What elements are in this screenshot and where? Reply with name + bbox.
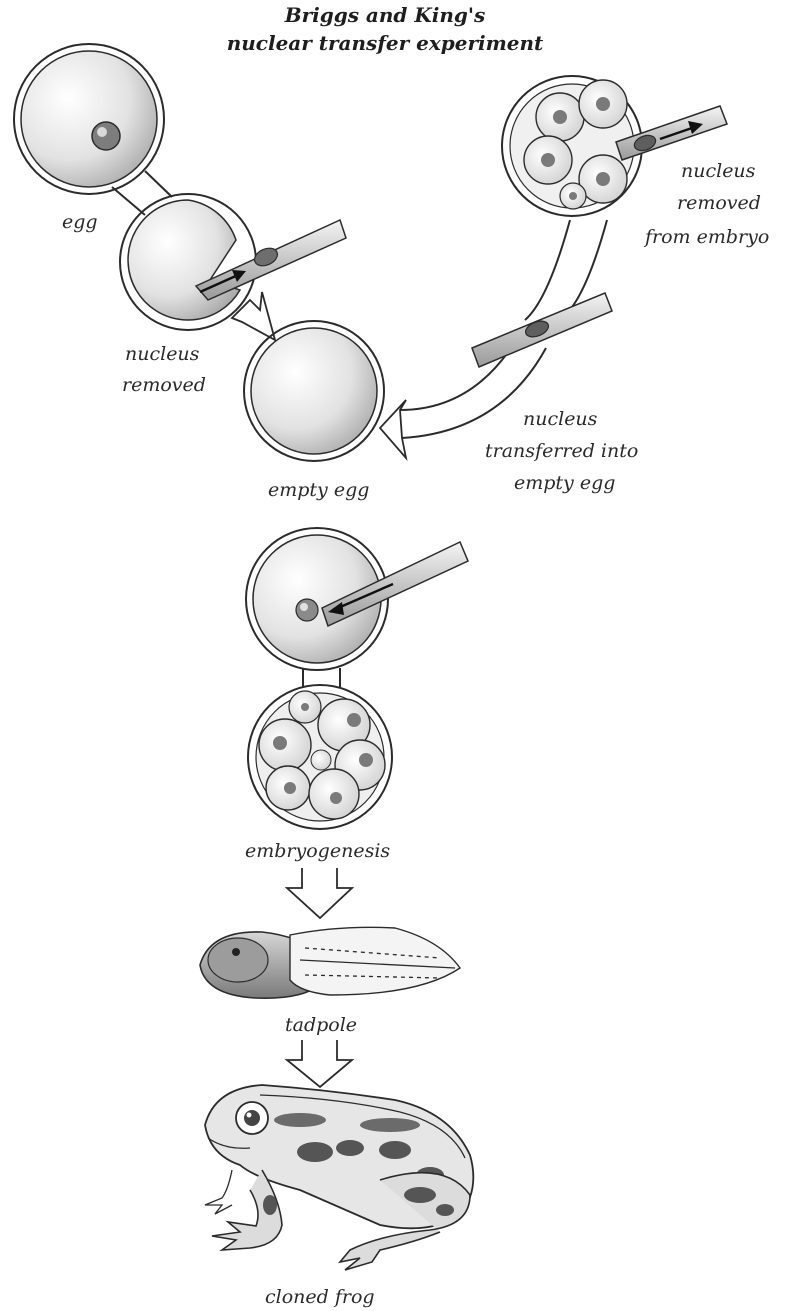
embryo-cell-icon: [311, 750, 331, 770]
label-embryo-nucleus-line3: from embryo: [643, 226, 769, 248]
tadpole-eye-icon: [232, 948, 240, 956]
title-line-1: Briggs and King's: [284, 3, 486, 27]
tadpole-illustration: [200, 927, 460, 998]
label-transferred-line1: nucleus: [523, 408, 598, 430]
title-line-2: nuclear transfer experiment: [227, 31, 544, 55]
cloned-frog-illustration: [205, 1085, 473, 1270]
label-nucleus-removed-line2: removed: [122, 374, 206, 396]
label-transferred-line3: empty egg: [514, 472, 615, 494]
embryo-cell-icon: [259, 719, 311, 771]
label-nucleus-removed-line1: nucleus: [125, 343, 200, 365]
label-tadpole: tadpole: [285, 1014, 357, 1036]
label-empty-egg: empty egg: [268, 479, 369, 501]
label-embryo-nucleus-line1: nucleus: [681, 160, 756, 182]
embryo-cell-icon: [289, 691, 321, 723]
embryo-cell-icon: [560, 183, 586, 209]
label-embryo-nucleus-line2: removed: [677, 192, 761, 214]
label-embryogenesis: embryogenesis: [245, 840, 390, 862]
embryo-cell-icon: [579, 80, 627, 128]
embryo-cell-icon: [309, 769, 359, 819]
egg-with-nucleus: [14, 44, 164, 194]
cloned-embryo: [248, 685, 392, 829]
nucleus-icon: [92, 122, 120, 150]
egg-nucleus-removal: [120, 194, 256, 330]
arrow-tadpole-to-frog: [287, 1040, 352, 1087]
label-cloned-frog: cloned frog: [265, 1286, 375, 1308]
arrow-removal-to-empty: [232, 292, 275, 340]
arrow-embryo-to-tadpole: [287, 868, 352, 918]
embryo-cell-icon: [266, 766, 310, 810]
transfer-arrow-icon: [380, 400, 406, 458]
embryo-cell-icon: [524, 136, 572, 184]
empty-egg: [244, 321, 384, 461]
embryo-cell-icon: [536, 93, 584, 141]
label-egg: egg: [62, 211, 98, 233]
injected-nucleus-icon: [296, 599, 318, 621]
label-transferred-line2: transferred into: [485, 440, 638, 462]
